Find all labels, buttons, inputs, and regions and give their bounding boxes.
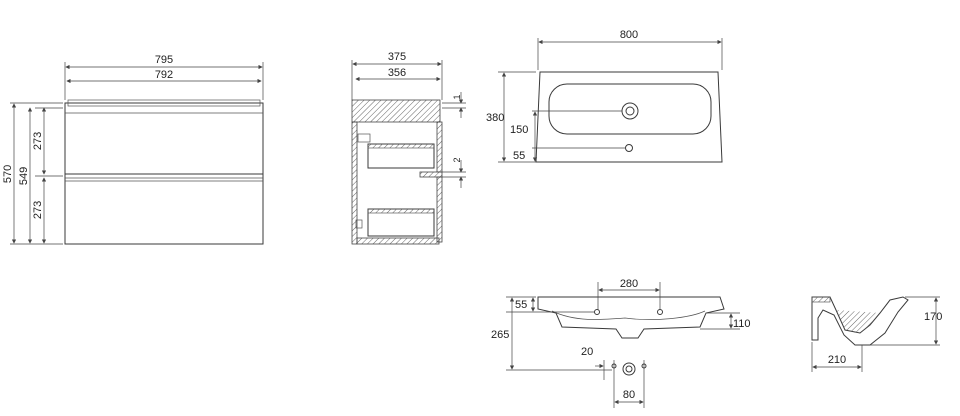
- dim-792: 792: [155, 69, 173, 81]
- dim-2: 2: [452, 157, 462, 162]
- dim-375: 375: [388, 51, 406, 63]
- dim-273-bottom: 273: [32, 201, 44, 219]
- dim-20: 20: [581, 346, 593, 358]
- basin-bowl: [548, 83, 712, 135]
- basin-front-view: 280 55 265 110 20 80: [491, 278, 751, 408]
- dim-110: 110: [733, 318, 751, 330]
- dim-280: 280: [620, 278, 638, 290]
- dim-55-front: 55: [515, 299, 527, 311]
- dim-356: 356: [388, 67, 406, 79]
- dim-150: 150: [510, 124, 528, 136]
- basin-top-view: 800 380 150 55: [486, 29, 723, 163]
- dim-795: 795: [155, 54, 173, 66]
- side-section-view: 375 356 1 2: [351, 51, 466, 245]
- pipe-circle: [622, 362, 636, 376]
- drain-ring: [621, 102, 639, 120]
- cabinet-top-lip: [67, 99, 261, 107]
- front-view: 795 792 570 549 273 273: [2, 54, 264, 245]
- dim-170: 170: [924, 311, 942, 323]
- dim-273-top: 273: [32, 132, 44, 150]
- basin-side-view: 170 210: [811, 296, 942, 372]
- basin-outline: [535, 71, 723, 163]
- tap-hole: [625, 144, 633, 152]
- dim-800: 800: [620, 29, 638, 41]
- top-hatch: [351, 99, 441, 123]
- dim-1: 1: [452, 94, 462, 99]
- basin-front-outline: [537, 296, 725, 339]
- dim-55: 55: [513, 150, 525, 162]
- dim-265: 265: [491, 329, 509, 341]
- dim-380: 380: [486, 112, 504, 124]
- dim-80: 80: [623, 389, 635, 401]
- dim-549: 549: [18, 167, 30, 185]
- dim-570: 570: [2, 165, 14, 183]
- dim-210: 210: [828, 354, 846, 366]
